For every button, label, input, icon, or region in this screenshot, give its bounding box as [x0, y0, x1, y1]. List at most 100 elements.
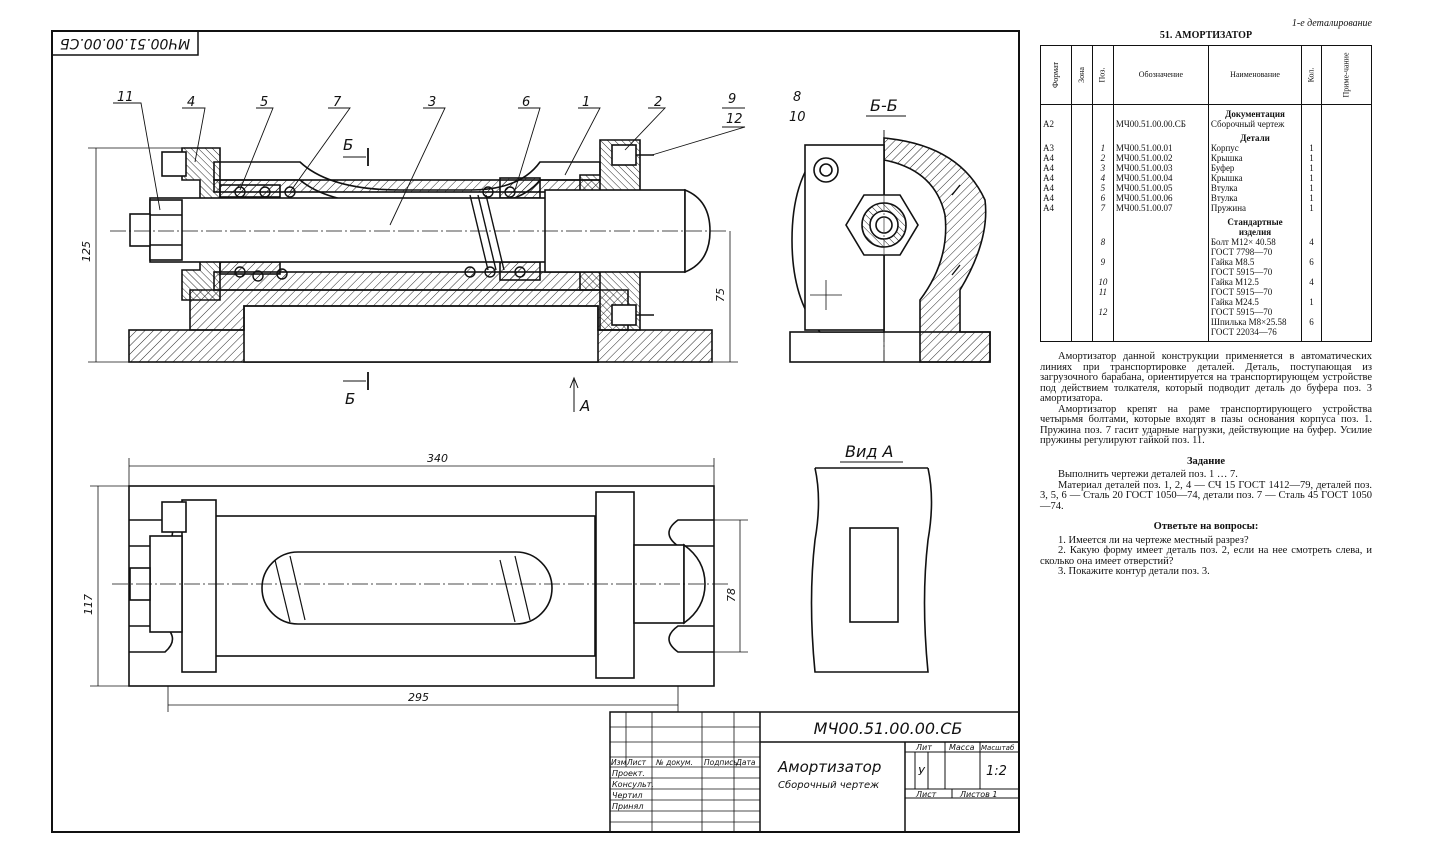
top-right-flange — [595, 491, 635, 679]
bolt-left-top — [161, 151, 187, 177]
section-label: Б-Б — [870, 96, 898, 115]
spec-qty — [1301, 267, 1322, 277]
tb-sheet: Лист — [915, 790, 937, 799]
spec-pos: 1 — [1091, 143, 1114, 153]
spec-qty: 4 — [1301, 237, 1322, 247]
spec-qty — [1301, 287, 1322, 297]
front-section-view — [88, 102, 746, 412]
cut-letter-top: Б — [343, 136, 353, 154]
tb-name: Амортизатор — [777, 758, 881, 776]
callout-10: 10 — [789, 110, 806, 125]
top-base-slot-right-b — [668, 625, 714, 653]
bushing-left-bottom — [219, 261, 281, 275]
spec-qty — [1301, 119, 1322, 129]
spec-name: Втулка — [1207, 193, 1303, 203]
description-text: Амортизатор данной конструкции применяет… — [1040, 351, 1372, 578]
spec-qty — [1301, 247, 1322, 257]
spec-pos: 6 — [1091, 193, 1114, 203]
spec-qty: 1 — [1301, 297, 1322, 307]
spec-col-designation: Обозначение — [1112, 45, 1209, 105]
view-label: Вид А — [845, 442, 893, 461]
spec-col-qty: Кол. — [1301, 45, 1322, 105]
tb-col-data: Дата — [735, 758, 756, 767]
callout-11: 11 — [117, 90, 134, 105]
tb-row-prinyal: Принял — [612, 802, 643, 811]
spec-format: А4 — [1039, 203, 1073, 213]
tb-row-konsult: Консульт. — [612, 780, 654, 789]
spec-format: А4 — [1039, 193, 1073, 203]
dim-78: 78 — [725, 588, 738, 602]
spec-header-row: Формат Зона Поз. Обозначение Наименовани… — [1039, 45, 1373, 105]
section-bb-view — [789, 130, 991, 363]
spec-pos — [1091, 327, 1114, 342]
spec-qty: 1 — [1301, 143, 1322, 153]
table-row: ГОСТ 7798—70 — [1039, 247, 1373, 257]
spec-pos: 9 — [1091, 257, 1114, 267]
tb-masshtab: Масштаб — [981, 744, 1015, 752]
question-3: 3. Покажите контур детали поз. 3. — [1058, 566, 1210, 577]
tb-sheets: Листов 1 — [959, 790, 998, 799]
tb-col-ndokum: № докум. — [655, 758, 693, 767]
spec-section-row: Стандартные изделия — [1039, 213, 1373, 237]
top-window — [261, 551, 553, 625]
leader-lines — [113, 102, 746, 226]
spec-name: Корпус — [1207, 143, 1303, 153]
dims-front — [88, 147, 738, 363]
top-view — [90, 458, 748, 712]
spec-pos: 7 — [1091, 203, 1114, 213]
spec-pos — [1091, 267, 1114, 277]
description-para-1: Амортизатор данной конструкции применяет… — [1040, 351, 1372, 404]
dim-75: 75 — [714, 288, 727, 302]
spec-name: Гайка М12.5 — [1207, 277, 1303, 287]
adjust-nut — [149, 199, 183, 261]
spec-desig: МЧ00.51.00.00.СБ — [1112, 119, 1209, 129]
callout-3: 3 — [428, 95, 436, 110]
spec-pos: 5 — [1091, 183, 1114, 193]
spec-qty: 6 — [1301, 257, 1322, 267]
tb-col-izm: Изм — [611, 758, 627, 767]
spec-name: ГОСТ 5915—70 — [1207, 287, 1303, 297]
task-line-1: Выполнить чертежи деталей поз. 1 … 7. — [1058, 469, 1238, 480]
spring-coils — [234, 186, 526, 282]
spec-desig: МЧ00.51.00.06 — [1112, 193, 1209, 203]
spec-qty — [1301, 307, 1322, 317]
spec-desig: МЧ00.51.00.02 — [1112, 153, 1209, 163]
spec-pos: 12 — [1091, 307, 1114, 317]
callout-2: 2 — [654, 95, 662, 110]
rod-end — [129, 213, 151, 247]
spec-section-row: Детали — [1039, 129, 1373, 143]
tb-lit: Лит — [915, 743, 932, 752]
bushing-left-top — [219, 184, 281, 198]
top-spring-strokes — [274, 555, 531, 623]
table-row: ГОСТ 22034—76 — [1039, 327, 1373, 342]
view-a-slot — [849, 527, 899, 623]
tb-col-list: Лист — [626, 758, 647, 767]
spec-name: ГОСТ 5915—70 — [1207, 267, 1303, 277]
spec-desig: МЧ00.51.00.04 — [1112, 173, 1209, 183]
spec-col-name: Наименование — [1207, 45, 1303, 105]
spec-desig: МЧ00.51.00.07 — [1112, 203, 1209, 213]
spec-col-note: Приме-чание — [1320, 45, 1373, 105]
question-1: 1. Имеется ли на чертеже местный разрез? — [1058, 534, 1249, 546]
spec-pos — [1091, 247, 1114, 257]
spec-desig: МЧ00.51.00.03 — [1112, 163, 1209, 173]
spec-name: Болт М12× 40.58 — [1207, 237, 1303, 247]
questions-heading: Ответьте на вопросы: — [1153, 521, 1259, 532]
callout-9: 9 — [728, 92, 736, 107]
description-para-2: Амортизатор крепят на раме транспортирую… — [1040, 403, 1372, 446]
task-line-2: Материал деталей поз. 1, 2, 4 — СЧ 15 ГО… — [1040, 479, 1372, 512]
dim-295: 295 — [408, 691, 429, 704]
spec-qty: 1 — [1301, 173, 1322, 183]
callout-1: 1 — [582, 95, 590, 110]
spec-qty: 4 — [1301, 277, 1322, 287]
section-cut-marks — [343, 148, 579, 412]
spec-desig: МЧ00.51.00.05 — [1112, 183, 1209, 193]
